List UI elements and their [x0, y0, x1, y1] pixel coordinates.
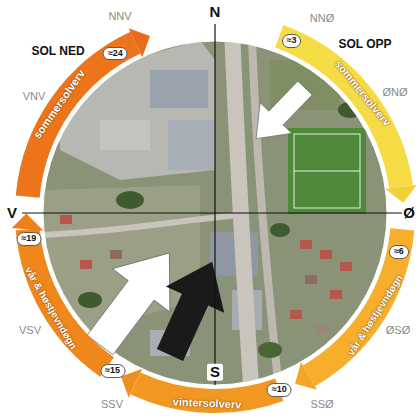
direction-label: NNV [108, 10, 131, 22]
time-badge: ≈6 [389, 245, 409, 259]
season-label: sommersolverv [31, 67, 88, 141]
compass-letter: V [7, 205, 17, 222]
direction-label: VNV [23, 90, 46, 102]
time-badge: ≈10 [267, 383, 292, 397]
time-badge: ≈19 [16, 232, 41, 246]
compass-letter: N [210, 4, 221, 21]
direction-label: ØNØ [382, 86, 407, 98]
compass-lines [22, 24, 402, 385]
direction-label: ØSØ [386, 324, 410, 336]
sun-label: SOL NED [31, 45, 84, 58]
time-badge: ≈24 [103, 47, 128, 61]
sun-label: SOL OPP [338, 38, 391, 51]
time-badge: ≈15 [100, 364, 125, 378]
season-label: vår & høstjevndøgn [22, 265, 78, 351]
map-arrows [71, 73, 321, 368]
season-label: vintersolverv [172, 395, 241, 410]
direction-label: SSV [101, 398, 123, 410]
compass-letter: Ø [403, 205, 415, 222]
compass-letter: S [207, 364, 223, 381]
season-label: vår & høstjevndøgn [345, 273, 404, 358]
direction-label: VSV [19, 324, 41, 336]
time-badge: ≈3 [282, 34, 302, 48]
direction-label: NNØ [310, 12, 334, 24]
arc-arrowheads [12, 28, 417, 398]
direction-label: SSØ [310, 398, 333, 410]
sun-arcs [28, 36, 403, 401]
